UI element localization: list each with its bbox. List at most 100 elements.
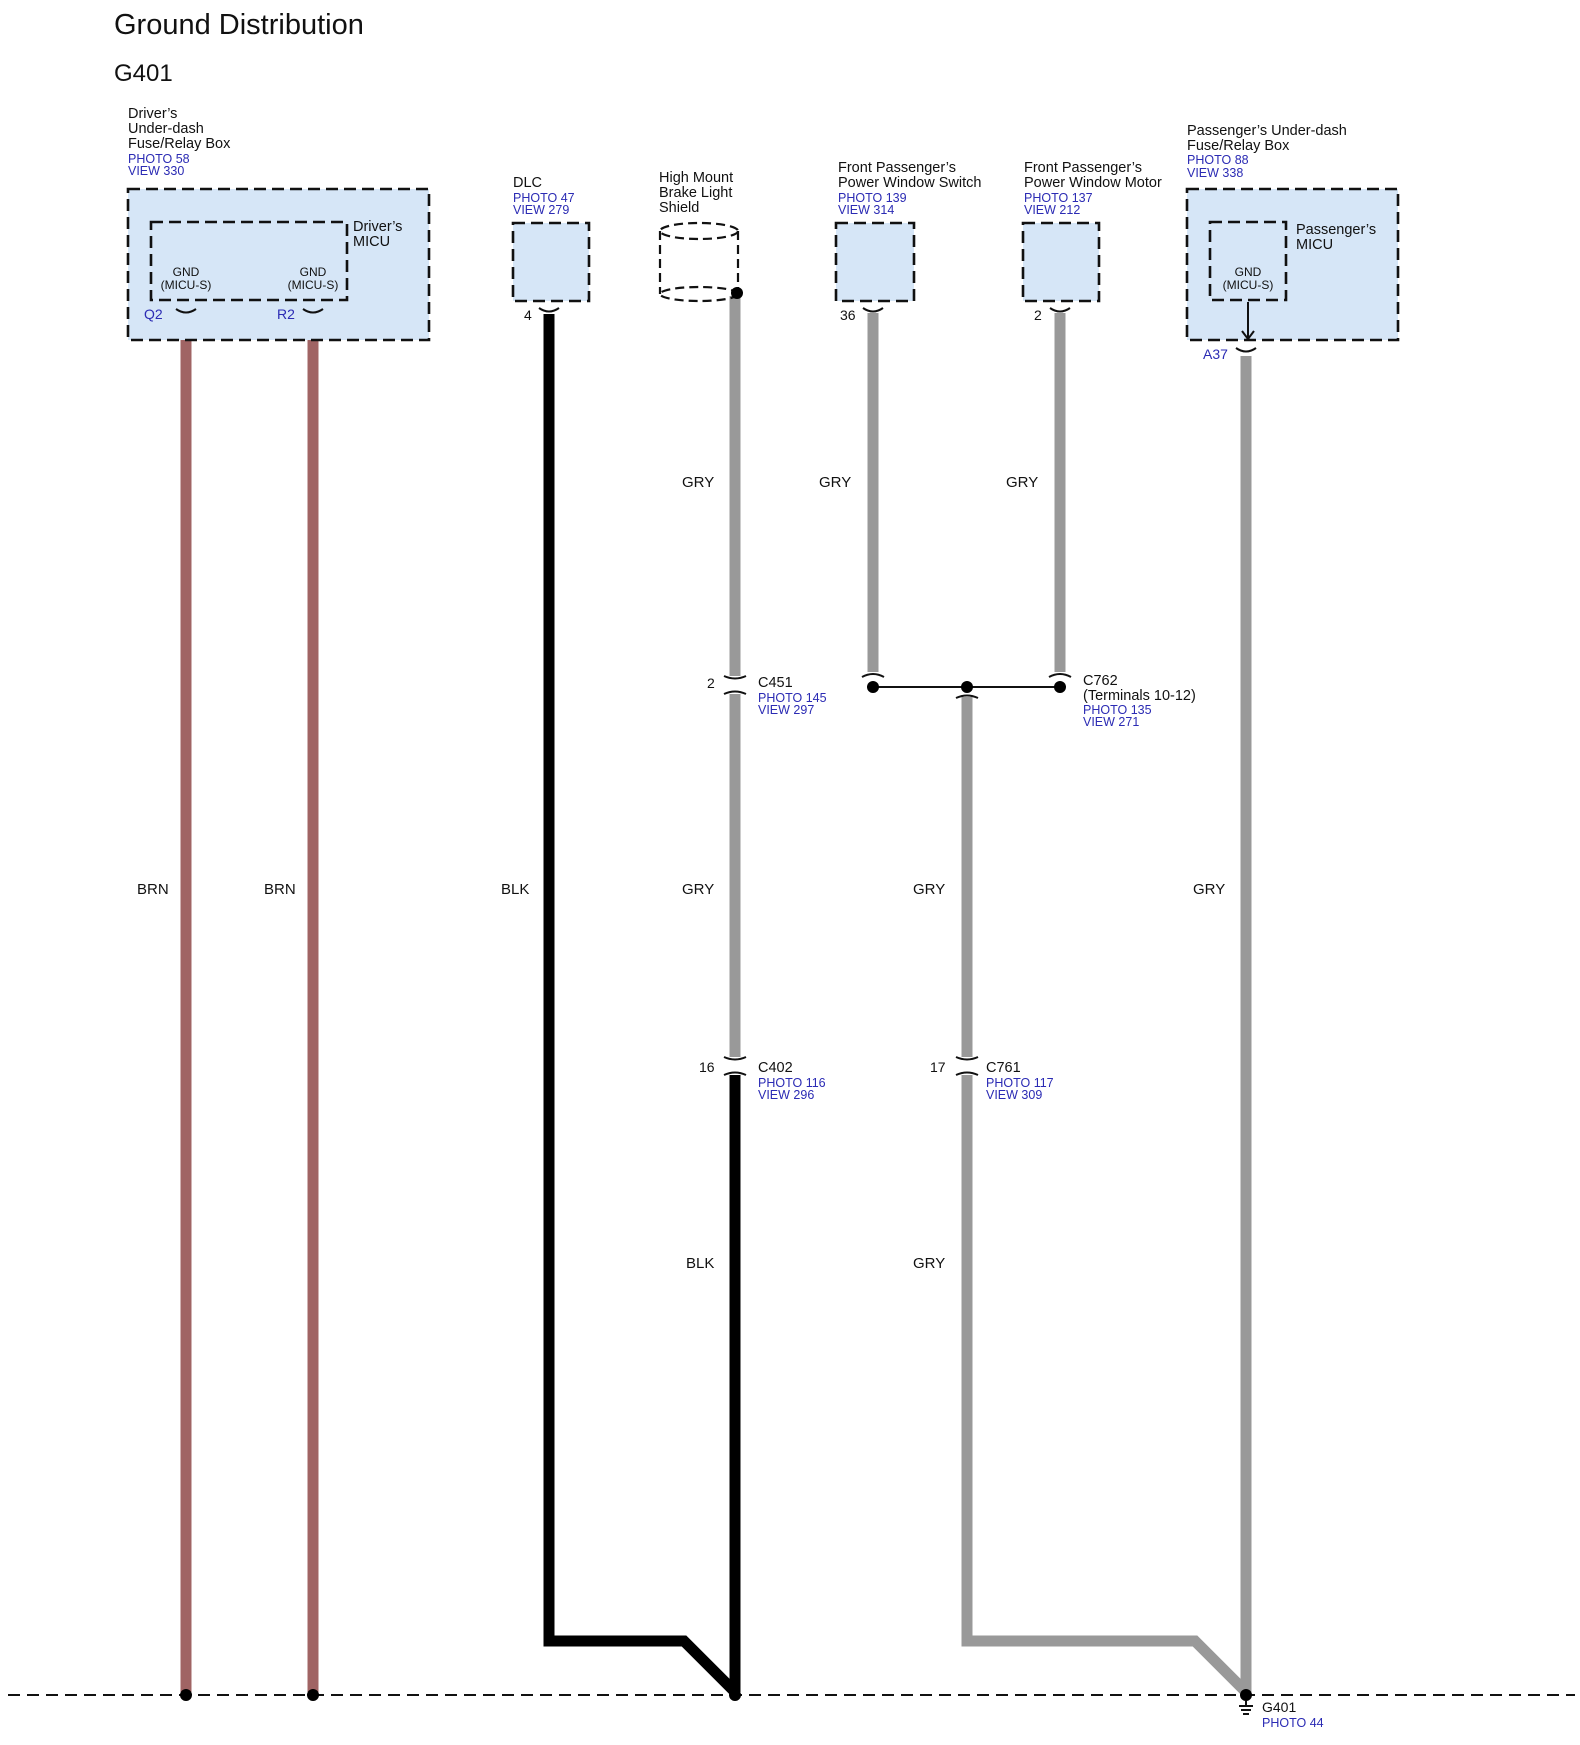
drivers-micu-label-2: MICU	[353, 234, 390, 250]
motor-label-1: Front Passenger’s	[1024, 160, 1142, 176]
drivers-box-view: VIEW 330	[128, 164, 184, 178]
motor-pin-connector-icon	[1049, 307, 1071, 313]
c762-joint-icon	[955, 694, 979, 699]
drivers-box-label-2: Under-dash	[128, 121, 204, 137]
drivers-gnd-left-2: (MICU-S)	[161, 278, 212, 292]
c761-view: VIEW 309	[986, 1088, 1042, 1102]
page-subtitle: G401	[114, 60, 173, 87]
c761-pin: 17	[930, 1059, 946, 1075]
dlc-box	[511, 221, 591, 303]
c761-lower-icon	[955, 1071, 979, 1076]
dlc-label: DLC	[513, 175, 542, 191]
passengers-box-photo: PHOTO 88	[1187, 153, 1249, 167]
dlc-pin-connector-icon	[538, 307, 560, 313]
ground-icon	[1239, 1701, 1253, 1715]
dlc-photo: PHOTO 47	[513, 191, 575, 205]
power-window-motor: Front Passenger’s Power Window Motor PHO…	[1021, 160, 1162, 323]
splice-dot	[180, 1689, 192, 1701]
switch-label-2: Power Window Switch	[838, 175, 981, 191]
c762-detail: (Terminals 10-12)	[1083, 688, 1196, 704]
motor-pin: 2	[1034, 307, 1042, 323]
passengers-gnd-2: (MICU-S)	[1223, 278, 1274, 292]
wire-label-joint-upper: GRY	[913, 881, 945, 898]
motor-label-2: Power Window Motor	[1024, 175, 1162, 191]
motor-photo: PHOTO 137	[1024, 191, 1093, 205]
dlc-view: VIEW 279	[513, 203, 569, 217]
wire-label-shield-middle: GRY	[682, 881, 714, 898]
switch-photo: PHOTO 139	[838, 191, 907, 205]
c451-view: VIEW 297	[758, 703, 814, 717]
switch-pin-connector-icon	[862, 307, 884, 313]
drivers-micu-label-1: Driver’s	[353, 219, 402, 235]
splice-dot	[307, 1689, 319, 1701]
passengers-box-label-1: Passenger’s Under-dash	[1187, 123, 1347, 139]
passengers-fuse-relay-box: Passenger’s Under-dash Fuse/Relay Box PH…	[1185, 123, 1400, 362]
wire-label-joint-lower: GRY	[913, 1255, 945, 1272]
splice-dot	[1240, 1689, 1252, 1701]
c451-pin: 2	[707, 675, 715, 691]
pin-q2: Q2	[144, 306, 163, 322]
connector-c402: 16 C402 PHOTO 116 VIEW 296	[699, 1056, 826, 1102]
wire-label-shield-upper: GRY	[682, 474, 714, 491]
switch-box	[834, 221, 916, 303]
passengers-micu-label-1: Passenger’s	[1296, 222, 1376, 238]
splice-dot	[729, 1689, 741, 1701]
wire-joint-gry-lower	[961, 1075, 1250, 1696]
wire-label-q2: BRN	[137, 881, 169, 898]
drivers-micu-outline	[149, 220, 349, 302]
dlc-component: DLC PHOTO 47 VIEW 279 4	[511, 175, 591, 323]
drivers-box-outline	[126, 187, 431, 342]
switch-label-1: Front Passenger’s	[838, 160, 956, 176]
connector-c451: 2 C451 PHOTO 145 VIEW 297	[707, 675, 827, 717]
motor-box	[1021, 221, 1101, 303]
switch-view: VIEW 314	[838, 203, 894, 217]
c761-photo: PHOTO 117	[986, 1076, 1054, 1090]
c451-photo: PHOTO 145	[758, 691, 827, 705]
wire-label-switch: GRY	[819, 474, 851, 491]
wire-dlc-blk	[543, 314, 739, 1696]
connector-c762: C762 (Terminals 10-12) PHOTO 135 VIEW 27…	[861, 673, 1196, 729]
wire-label-dlc: BLK	[501, 881, 529, 898]
wire-label-motor: GRY	[1006, 474, 1038, 491]
wire-color-labels: BRN BRN BLK GRY GRY BLK GRY GRY GRY GRY …	[137, 474, 1225, 1272]
c762-name: C762	[1083, 673, 1118, 689]
c402-upper-icon	[723, 1056, 747, 1061]
c762-photo: PHOTO 135	[1083, 703, 1152, 717]
c402-lower-icon	[723, 1071, 747, 1076]
c451-upper-icon	[723, 675, 747, 680]
c451-lower-icon	[723, 690, 747, 695]
drivers-gnd-right-2: (MICU-S)	[288, 278, 339, 292]
drivers-fuse-relay-box: Driver’s Under-dash Fuse/Relay Box PHOTO…	[126, 106, 431, 342]
passengers-pin: A37	[1203, 346, 1228, 362]
shield-label-2: Brake Light	[659, 185, 732, 201]
shield-bottom	[658, 285, 740, 303]
shield-label-1: High Mount	[659, 170, 733, 186]
passengers-arrow-icon	[1241, 330, 1255, 341]
c762-motor-icon	[1048, 673, 1072, 678]
c402-pin: 16	[699, 1059, 715, 1075]
dlc-pin: 4	[524, 307, 532, 323]
wires	[180, 296, 1252, 1696]
motor-view: VIEW 212	[1024, 203, 1080, 217]
switch-pin: 36	[840, 307, 856, 323]
c762-view: VIEW 271	[1083, 715, 1139, 729]
c762-motor-dot	[1054, 681, 1066, 693]
passengers-box-view: VIEW 338	[1187, 166, 1243, 180]
drivers-box-photo: PHOTO 58	[128, 152, 190, 166]
c402-photo: PHOTO 116	[758, 1076, 826, 1090]
page-title: Ground Distribution	[114, 9, 364, 41]
ground-splices	[180, 1689, 1252, 1701]
c402-name: C402	[758, 1060, 793, 1076]
shield-top	[658, 221, 740, 241]
shield-splice-dot	[731, 287, 743, 299]
wire-label-shield-lower: BLK	[686, 1255, 714, 1272]
drivers-gnd-right-1: GND	[300, 265, 327, 279]
c762-switch-dot	[867, 681, 879, 693]
connector-c761: 17 C761 PHOTO 117 VIEW 309	[930, 1056, 1054, 1102]
ground-name: G401	[1262, 1699, 1296, 1715]
pin-r2-connector-icon	[302, 308, 324, 314]
drivers-gnd-left-1: GND	[173, 265, 200, 279]
pin-r2: R2	[277, 306, 295, 322]
passengers-box-outline	[1185, 187, 1400, 342]
